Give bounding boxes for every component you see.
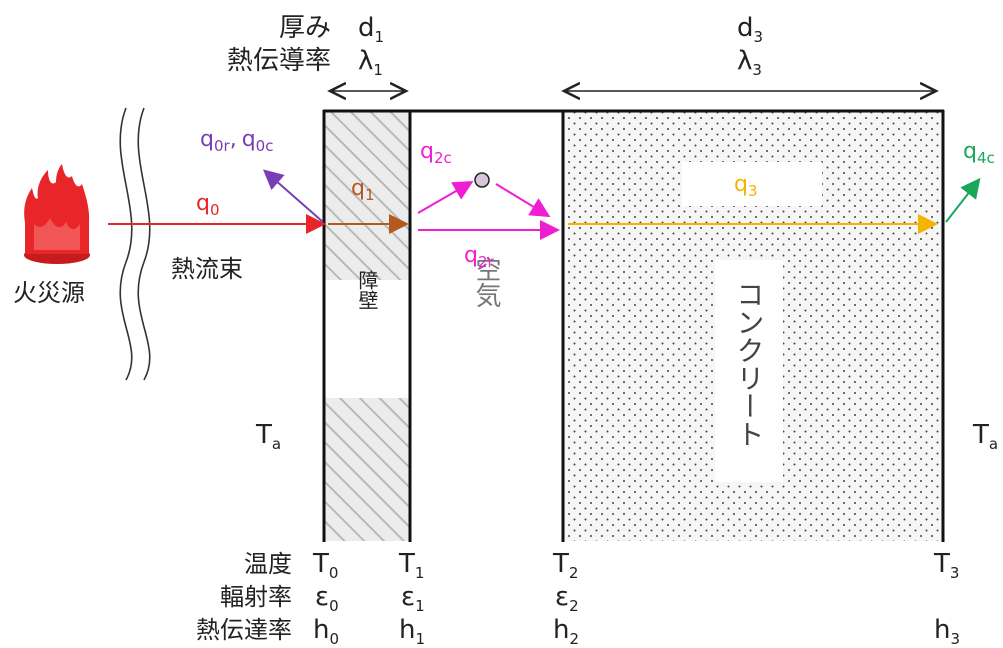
d1-label: d1 — [358, 13, 384, 46]
barrier-label: 障壁 — [355, 270, 379, 310]
transfer-coef-row-label: 熱伝達率 — [196, 616, 292, 644]
q2c-label: q2c — [420, 139, 452, 167]
T0-label: T0 — [312, 549, 338, 582]
concrete-label-box — [715, 260, 783, 482]
break-line-1 — [119, 107, 133, 381]
q2c-arrow-up — [417, 181, 474, 214]
q3-label: q3 — [734, 172, 758, 200]
q0rc-arrow — [262, 169, 324, 223]
e0-label: ε0 — [315, 582, 339, 615]
thickness-label: 厚み — [279, 13, 331, 43]
air-particle-icon — [474, 172, 490, 188]
conductivity-label: 熱伝導率 — [227, 46, 331, 76]
concrete-label: コンクリート — [733, 280, 766, 448]
fire-source-label: 火災源 — [13, 279, 85, 307]
lambda1-label: λ1 — [358, 46, 383, 79]
T2-label: T2 — [552, 549, 578, 582]
q4c-label: q4c — [963, 139, 995, 167]
barrier-label-box — [324, 280, 410, 398]
ambient-temp-left: Ta — [255, 420, 281, 453]
q0r-q0c-label: q0r,q0c — [200, 127, 273, 155]
q1-label: q1 — [351, 176, 375, 204]
flame-icon — [24, 164, 90, 264]
h1-label: h1 — [399, 615, 425, 648]
e1-label: ε1 — [401, 582, 425, 615]
air-label: 空気 — [471, 256, 501, 308]
d3-label: d3 — [737, 13, 763, 46]
heat-flux-label: 熱流束 — [171, 255, 243, 283]
h0-label: h0 — [313, 615, 339, 648]
emissivity-row-label: 輻射率 — [220, 583, 292, 611]
temperature-row-label: 温度 — [244, 550, 292, 578]
q2r-label: q2r — [464, 243, 495, 271]
q0-label: q0 — [196, 191, 220, 219]
T1-label: T1 — [398, 549, 424, 582]
T3-label: T3 — [933, 549, 959, 582]
break-line-2 — [137, 107, 151, 381]
ambient-temp-right: Ta — [972, 420, 998, 453]
q3-label-box — [682, 162, 822, 206]
lambda3-label: λ3 — [737, 46, 762, 79]
q4c-arrow — [945, 177, 981, 223]
h2-label: h2 — [553, 615, 579, 648]
h3-label: h3 — [934, 615, 960, 648]
q2c-arrow-down — [495, 183, 551, 218]
e2-label: ε2 — [555, 582, 579, 615]
